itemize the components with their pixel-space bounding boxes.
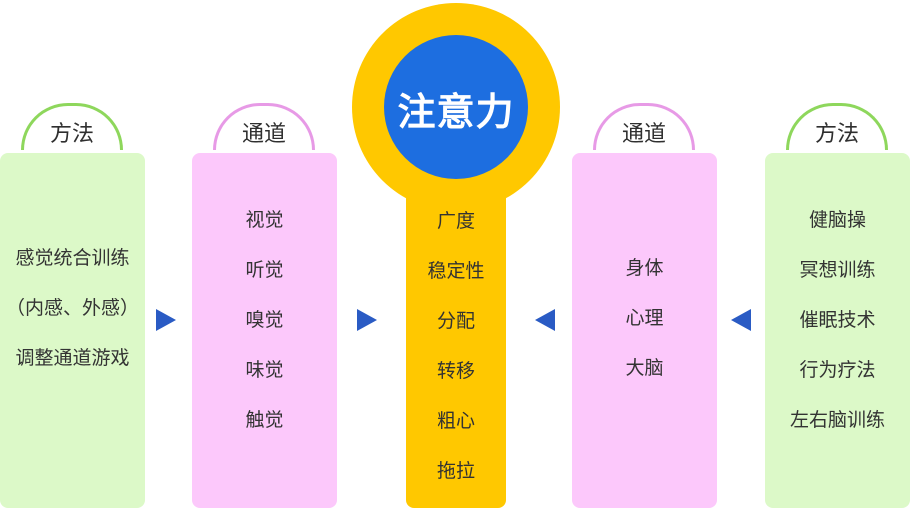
left-channel-tab: 通道 — [213, 103, 315, 150]
list-item: 身体 — [625, 257, 664, 279]
list-item: 催眠技术 — [799, 309, 876, 331]
arrow-right-icon — [357, 309, 377, 331]
right-method-list: 健脑操 冥想训练 催眠技术 行为疗法 左右脑训练 — [765, 195, 910, 445]
right-channel-tab: 通道 — [593, 103, 695, 150]
arrow-left-icon — [731, 309, 751, 331]
list-item: 调整通道游戏 — [15, 347, 130, 369]
arrow-right-icon — [156, 309, 176, 331]
center-title: 注意力 — [397, 90, 515, 134]
right-method-card: 健脑操 冥想训练 催眠技术 行为疗法 左右脑训练 — [765, 153, 910, 508]
list-item: 分配 — [436, 310, 475, 332]
right-method-tab-label: 方法 — [814, 122, 859, 147]
list-item: 视觉 — [245, 209, 284, 231]
list-item: 触觉 — [245, 409, 284, 431]
center-stem: 广度 稳定性 分配 转移 粗心 拖拉 — [406, 170, 506, 508]
right-channel-card: 身体 心理 大脑 — [572, 153, 717, 508]
right-method-tab: 方法 — [786, 103, 888, 150]
list-item: 粗心 — [436, 410, 475, 432]
left-method-tab-label: 方法 — [49, 122, 94, 147]
list-item: 行为疗法 — [799, 359, 876, 381]
list-item: 味觉 — [245, 359, 284, 381]
list-item: 健脑操 — [808, 209, 866, 231]
list-item: 稳定性 — [427, 260, 485, 282]
list-item: 嗅觉 — [245, 309, 284, 331]
left-channel-tab-label: 通道 — [241, 122, 286, 147]
left-method-list: 感觉统合训练 （内感、外感） 调整通道游戏 — [0, 233, 145, 383]
arrow-left-icon — [535, 309, 555, 331]
left-channel-list: 视觉 听觉 嗅觉 味觉 触觉 — [192, 195, 337, 445]
left-channel-card: 视觉 听觉 嗅觉 味觉 触觉 — [192, 153, 337, 508]
list-item: 冥想训练 — [799, 259, 876, 281]
center-list: 广度 稳定性 分配 转移 粗心 拖拉 — [406, 196, 506, 496]
center-inner-circle: 注意力 — [384, 35, 528, 179]
right-channel-tab-label: 通道 — [621, 122, 666, 147]
list-item: 听觉 — [245, 259, 284, 281]
list-item: 转移 — [436, 360, 475, 382]
left-method-tab: 方法 — [21, 103, 123, 150]
list-item: 左右脑训练 — [789, 409, 885, 431]
list-item: 心理 — [625, 307, 664, 329]
right-channel-list: 身体 心理 大脑 — [572, 243, 717, 393]
list-item: 感觉统合训练 — [15, 247, 130, 269]
list-item: （内感、外感） — [5, 297, 139, 319]
list-item: 大脑 — [625, 357, 664, 379]
left-method-card: 感觉统合训练 （内感、外感） 调整通道游戏 — [0, 153, 145, 508]
list-item: 拖拉 — [436, 460, 475, 482]
list-item: 广度 — [436, 210, 475, 232]
